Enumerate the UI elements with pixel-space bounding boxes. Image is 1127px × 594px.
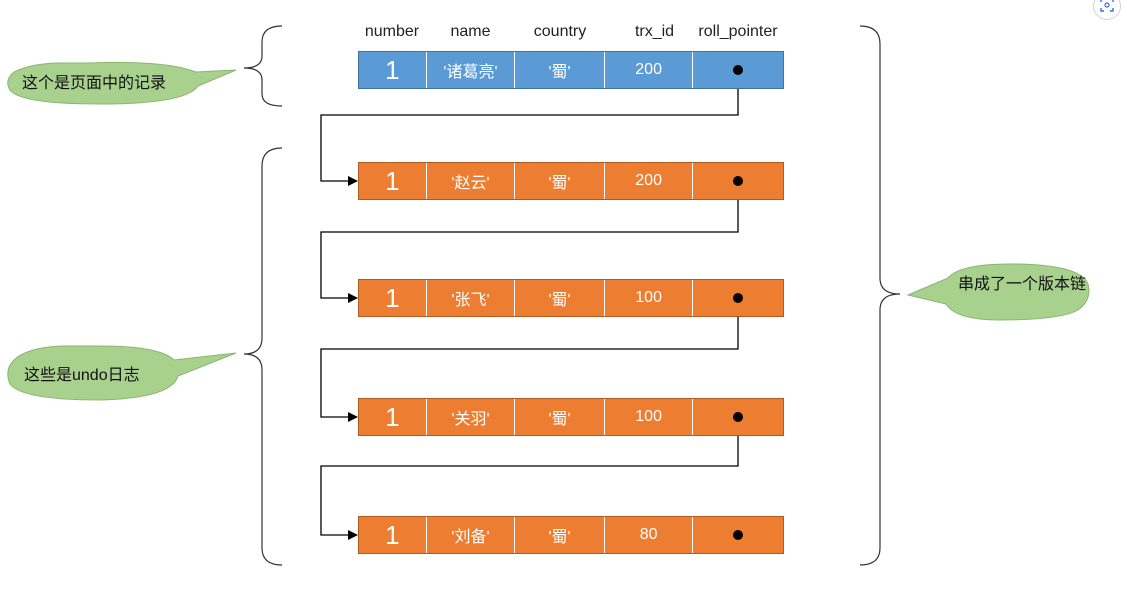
roll-pointer-link-3 — [320, 298, 739, 422]
roll-pointer-dot — [733, 176, 744, 186]
record-trx-id-cell: 100 — [605, 399, 694, 435]
undo-record-row: 1 '关羽' '蜀' 100 — [358, 398, 784, 436]
undo-record-row: 1 '张飞' '蜀' 100 — [358, 279, 784, 317]
undo-record-row: 1 '刘备' '蜀' 80 — [358, 516, 784, 554]
brace-undo-logs — [243, 147, 283, 566]
record-name-cell: '刘备' — [427, 517, 516, 553]
record-name-cell: '张飞' — [427, 280, 516, 316]
record-name-cell: '赵云' — [427, 163, 516, 199]
callout-undo-logs — [7, 345, 237, 401]
record-number-cell: 1 — [359, 280, 427, 316]
record-country-cell: '蜀' — [515, 280, 605, 316]
record-country-cell: '蜀' — [515, 399, 605, 435]
roll-pointer-link-1 — [320, 70, 739, 186]
label-undo-logs: 这些是undo日志 — [24, 367, 140, 384]
record-number-cell: 1 — [359, 163, 427, 199]
roll-pointer-dot — [733, 65, 744, 75]
roll-pointer-link-4 — [320, 417, 739, 540]
record-country-cell: '蜀' — [515, 163, 605, 199]
record-country-cell: '蜀' — [515, 517, 605, 553]
record-name-cell: '关羽' — [427, 399, 516, 435]
roll-pointer-dot — [733, 530, 744, 540]
record-trx-id-cell: 100 — [605, 280, 694, 316]
record-name-cell: '诸葛亮' — [427, 52, 516, 88]
record-roll-pointer-cell — [693, 517, 783, 553]
undo-record-row: 1 '赵云' '蜀' 200 — [358, 162, 784, 200]
header-name: name — [450, 23, 491, 40]
header-country: country — [533, 23, 587, 40]
record-number-cell: 1 — [359, 399, 427, 435]
header-roll-pointer: roll_pointer — [698, 23, 778, 40]
record-roll-pointer-cell — [693, 163, 783, 199]
record-roll-pointer-cell — [693, 280, 783, 316]
page-record-row: 1 '诸葛亮' '蜀' 200 — [358, 51, 784, 89]
scan-icon — [1100, 0, 1114, 15]
record-number-cell: 1 — [359, 52, 427, 88]
header-number: number — [364, 23, 420, 40]
record-trx-id-cell: 80 — [605, 517, 694, 553]
brace-page-record — [243, 25, 283, 107]
record-country-cell: '蜀' — [515, 52, 605, 88]
callout-page-record — [7, 61, 237, 105]
callout-version-chain — [906, 263, 1090, 321]
roll-pointer-dot — [733, 293, 744, 303]
record-roll-pointer-cell — [693, 52, 783, 88]
brace-version-chain — [859, 25, 901, 566]
roll-pointer-dot — [733, 412, 744, 422]
record-roll-pointer-cell — [693, 399, 783, 435]
record-number-cell: 1 — [359, 517, 427, 553]
record-trx-id-cell: 200 — [605, 163, 694, 199]
label-version-chain: 串成了一个版本链 — [958, 276, 1087, 293]
record-trx-id-cell: 200 — [605, 52, 694, 88]
header-trx-id: trx_id — [634, 23, 675, 40]
label-page-record: 这个是页面中的记录 — [22, 75, 167, 92]
roll-pointer-link-2 — [320, 181, 739, 303]
